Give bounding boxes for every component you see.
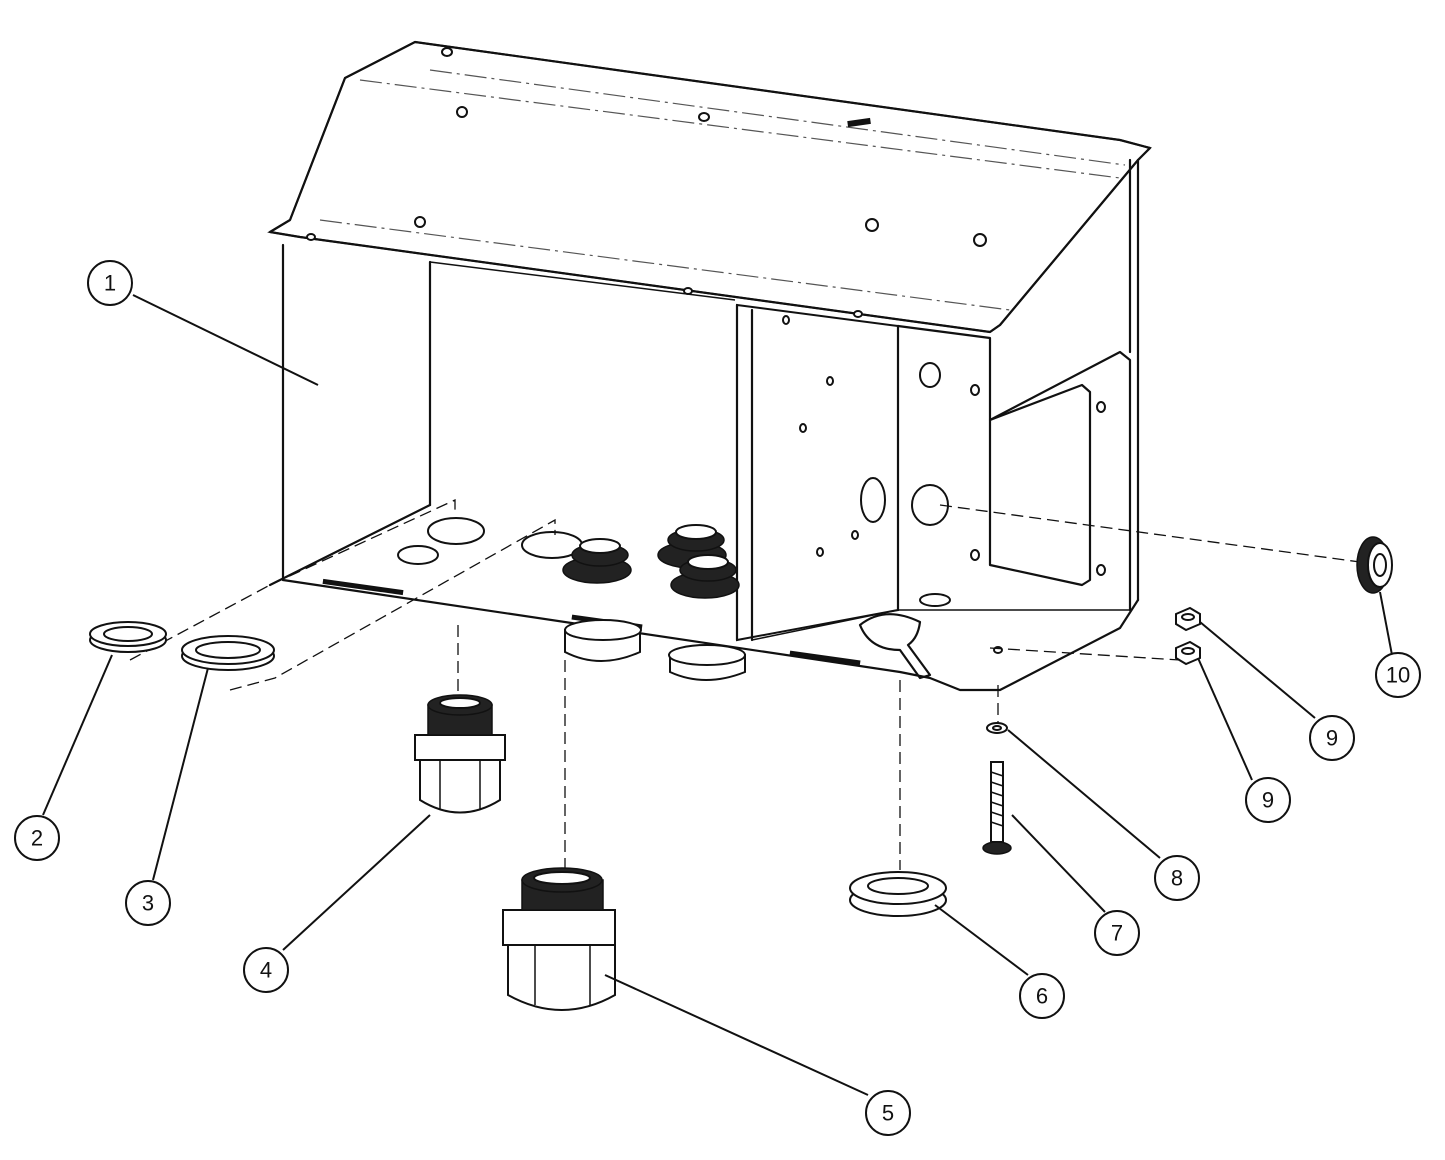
callout-6: 6 bbox=[1019, 973, 1065, 1019]
callout-label-5: 5 bbox=[882, 1101, 894, 1126]
installed-gland-a bbox=[562, 538, 632, 584]
callout-5: 5 bbox=[865, 1090, 911, 1136]
bushing-part-10 bbox=[1356, 536, 1393, 594]
callout-label-9-lower: 9 bbox=[1262, 788, 1274, 813]
callout-label-3: 3 bbox=[142, 891, 154, 916]
callout-9-upper: 9 bbox=[1309, 715, 1355, 761]
callout-1: 1 bbox=[87, 260, 133, 306]
grommet-part-6 bbox=[849, 871, 947, 917]
assembly-guide-lines bbox=[129, 498, 1361, 875]
callout-4: 4 bbox=[243, 947, 289, 993]
screw-part-7 bbox=[982, 761, 1012, 855]
cable-gland-part-4 bbox=[414, 694, 506, 814]
callout-8: 8 bbox=[1154, 855, 1200, 901]
callout-label-1: 1 bbox=[104, 271, 116, 296]
callout-9-lower: 9 bbox=[1245, 777, 1291, 823]
washer-part-8 bbox=[986, 722, 1008, 734]
callout-label-2: 2 bbox=[31, 826, 43, 851]
callout-3: 3 bbox=[125, 880, 171, 926]
leader-lines bbox=[42, 294, 1393, 1096]
callout-label-10: 10 bbox=[1386, 663, 1410, 688]
locknut-part-2 bbox=[89, 621, 167, 653]
callout-label-6: 6 bbox=[1036, 984, 1048, 1009]
enclosure-part-1 bbox=[267, 40, 1152, 692]
nut-part-9-upper bbox=[1175, 606, 1201, 632]
installed-gland-c bbox=[670, 554, 740, 599]
callout-label-8: 8 bbox=[1171, 866, 1183, 891]
callout-label-4: 4 bbox=[260, 958, 272, 983]
callout-7: 7 bbox=[1094, 910, 1140, 956]
callout-2: 2 bbox=[14, 815, 60, 861]
sealing-ring-part-3 bbox=[181, 635, 275, 671]
callout-10: 10 bbox=[1375, 652, 1421, 698]
nut-part-9-lower bbox=[1175, 640, 1201, 666]
cable-gland-part-5 bbox=[502, 867, 616, 1011]
callout-label-7: 7 bbox=[1111, 921, 1123, 946]
callout-label-9-upper: 9 bbox=[1326, 726, 1338, 751]
